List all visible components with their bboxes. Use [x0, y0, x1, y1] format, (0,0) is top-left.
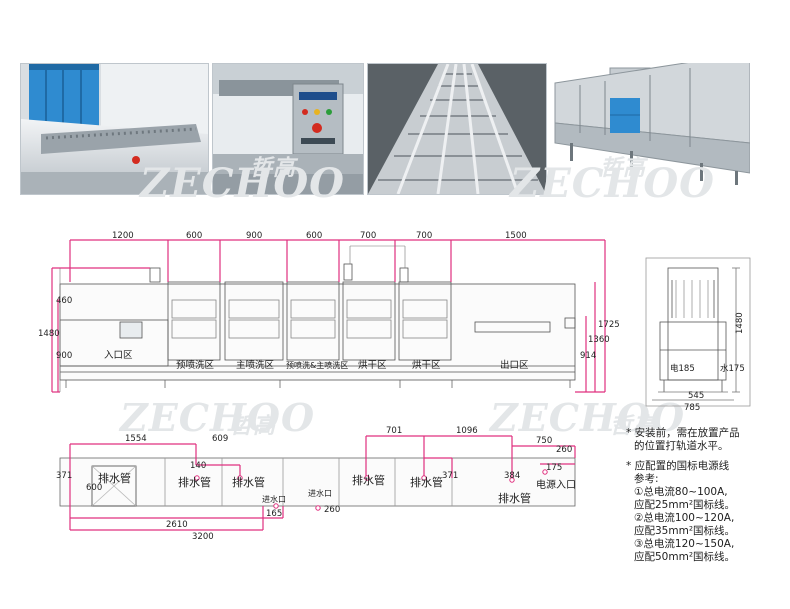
dim-label: 260 [556, 445, 572, 455]
side-view-labels: 1480 545 785 电185 水175 [670, 312, 745, 413]
side-label-power: 电185 [670, 363, 695, 374]
dim-label: 900 [246, 231, 262, 241]
drain-pipe-label: 排水管 [410, 475, 443, 489]
dim-label: 460 [56, 296, 72, 306]
note-line: * 应配置的国标电源线 [626, 460, 730, 472]
water-inlet-label: 进水口 [262, 494, 286, 504]
watermark-logo-cn: 哲高 [600, 155, 647, 181]
dim-label: 785 [684, 403, 700, 413]
note-line: * 安装前，需在放置产品 [626, 427, 740, 439]
drain-pipe-label: 排水管 [232, 475, 265, 489]
dim-label: 3200 [192, 532, 214, 542]
dim-label: 609 [212, 434, 228, 444]
installation-notes: * 安装前，需在放置产品 的位置打轨道水平。 * 应配置的国标电源线 参考: ①… [626, 427, 786, 564]
photo-conveyor-rack [367, 63, 547, 195]
note-line: 参考: [634, 473, 659, 485]
zone-label: 入口区 [104, 350, 133, 361]
note-line: 应配35mm²国标线。 [634, 525, 736, 537]
watermark-logo: ZECHOO [140, 160, 346, 207]
dim-label: 384 [504, 471, 520, 481]
dim-label: 1200 [112, 231, 134, 241]
watermark-logo-cn: 哲高 [250, 155, 297, 181]
dim-label: 140 [190, 461, 206, 471]
dim-label: 600 [186, 231, 202, 241]
dim-label: 600 [86, 483, 102, 493]
dim-label: 1480 [38, 329, 60, 339]
watermark-logo: ZECHOO [510, 160, 716, 207]
photo-control-panel [212, 63, 364, 195]
elevation-dimension-labels: 1200 600 900 600 700 700 1500 460 1480 9… [38, 231, 620, 361]
zone-label: 烘干区 [412, 359, 441, 371]
drain-pipe-label: 排水管 [498, 491, 531, 505]
zone-label: 主喷洗区 [236, 359, 275, 371]
drain-pipe-label: 排水管 [352, 473, 385, 487]
dim-label: 1096 [456, 426, 478, 436]
plan-points [194, 469, 548, 511]
dim-label: 371 [56, 471, 72, 481]
zone-label: 烘干区 [358, 359, 387, 371]
elevation-dimension-lines-gray [59, 245, 406, 392]
dim-label: 914 [580, 351, 596, 361]
photo-full-machine [550, 63, 750, 193]
side-view [645, 257, 751, 407]
dim-label: 1360 [588, 335, 610, 345]
drain-pipe-label: 排水管 [98, 471, 131, 485]
note-line: ①总电流80~100A, [634, 486, 728, 498]
plan-labels: 排水管 排水管 排水管 排水管 排水管 排水管 进水口 进水口 电源入口 [98, 471, 576, 505]
note-line: ③总电流120~150A, [634, 538, 735, 550]
elevation-dimension-lines [51, 239, 606, 393]
note-line: ②总电流100~120A, [634, 512, 735, 524]
watermark-logo-cn: 哲高 [230, 413, 277, 439]
dim-label: 1480 [735, 312, 745, 334]
dim-label: 260 [324, 505, 340, 515]
dim-label: 600 [306, 231, 322, 241]
dim-label: 701 [386, 426, 402, 436]
dim-label: 165 [266, 509, 282, 519]
water-inlet-label: 进水口 [308, 488, 332, 498]
dim-label: 900 [56, 351, 72, 361]
watermark-logo-cn: 哲高 [610, 413, 657, 439]
dim-label: 750 [536, 436, 552, 446]
dim-label: 1500 [505, 231, 527, 241]
dim-label: 700 [360, 231, 376, 241]
watermark-logo: ZECHOO [120, 395, 316, 440]
dim-label: 371 [442, 471, 458, 481]
watermark-logo: ZECHOO [490, 395, 686, 440]
dim-label: 1725 [598, 320, 620, 330]
dim-label: 545 [688, 391, 704, 401]
zone-label: 预喷洗区 [176, 359, 215, 371]
photo-conveyor-inlet [20, 63, 209, 195]
note-line: 的位置打轨道水平。 [634, 440, 729, 452]
note-line: 应配25mm²国标线。 [634, 499, 736, 511]
dim-label: 175 [546, 463, 562, 473]
dim-label: 1554 [125, 434, 147, 444]
drain-pipe-label: 排水管 [178, 475, 211, 489]
note-line: 应配50mm²国标线。 [634, 551, 736, 563]
power-inlet-label: 电源入口 [536, 478, 576, 491]
plan-dimension-labels: 1554 609 701 1096 750 260 371 600 140 37… [56, 426, 572, 542]
dim-label: 2610 [166, 520, 188, 530]
elevation-zone-labels: 入口区 预喷洗区 主喷洗区 预喷洗&主喷洗区 烘干区 烘干区 出口区 [104, 350, 529, 371]
plan-dimension-lines [69, 435, 576, 531]
zone-label: 出口区 [500, 359, 529, 371]
zone-label: 预喷洗&主喷洗区 [286, 360, 348, 370]
dim-label: 700 [416, 231, 432, 241]
elevation-machine [59, 263, 576, 388]
side-label-water: 水175 [720, 363, 745, 374]
